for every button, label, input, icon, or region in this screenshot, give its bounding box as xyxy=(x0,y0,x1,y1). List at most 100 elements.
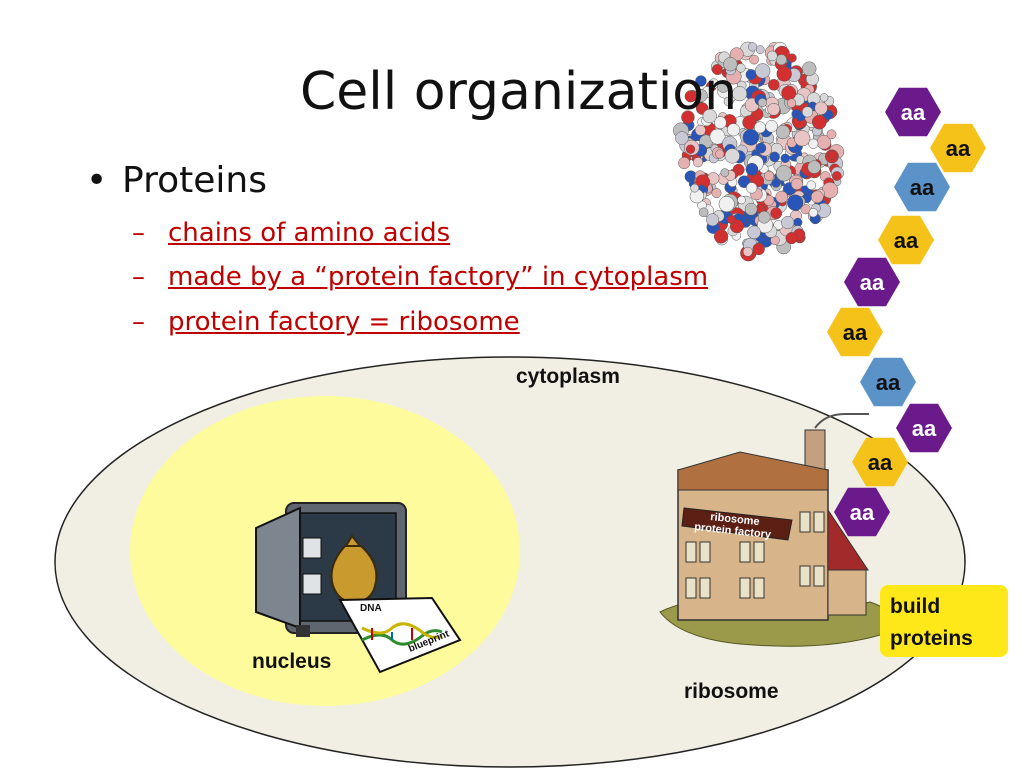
molecule-atom xyxy=(717,80,730,93)
sub-item-2[interactable]: –made by a “protein factory” in cytoplas… xyxy=(132,262,708,292)
sub-item-text[interactable]: chains of amino acids xyxy=(168,218,451,248)
molecule-atom xyxy=(755,142,767,154)
amino-acid-label: aa xyxy=(946,136,971,161)
molecule-atom xyxy=(726,123,741,137)
amino-acid-hexagon xyxy=(894,162,950,212)
molecule-atom xyxy=(742,129,760,146)
molecule-atom xyxy=(744,202,758,216)
molecule-atom xyxy=(770,207,783,220)
molecule-atom xyxy=(752,242,765,256)
molecule-atom xyxy=(745,162,759,176)
amino-acid-hexagon xyxy=(878,215,934,265)
molecule-atom xyxy=(757,98,767,108)
sub-item-1[interactable]: –chains of amino acids xyxy=(132,218,450,248)
dna-blueprint-icon xyxy=(338,596,462,674)
molecule-atom xyxy=(692,157,704,168)
molecule-atom xyxy=(781,215,795,230)
molecule-atom xyxy=(675,131,689,145)
molecule-atom xyxy=(764,170,775,181)
molecule-atom xyxy=(726,215,736,224)
amino-acid-label: aa xyxy=(843,320,868,345)
molecule-atom xyxy=(814,101,828,115)
molecule-atom xyxy=(723,57,738,72)
molecule-atom xyxy=(771,178,781,188)
molecule-atom xyxy=(810,190,824,204)
build-line-2: proteins xyxy=(890,627,973,650)
amino-acid-hexagon xyxy=(827,307,883,357)
molecule-atom xyxy=(776,66,792,82)
molecule-atom xyxy=(746,182,758,194)
molecule-atom xyxy=(794,130,811,147)
molecule-atom xyxy=(769,151,780,163)
molecule-atom xyxy=(685,144,696,154)
slide-title: Cell organization xyxy=(300,62,738,122)
molecule-atom xyxy=(806,180,817,190)
cytoplasm-label: cytoplasm xyxy=(516,365,620,388)
sub-item-dash: – xyxy=(132,307,145,337)
amino-acid-hexagon xyxy=(860,357,916,407)
molecule-atom xyxy=(711,64,723,75)
molecule-atom xyxy=(780,153,790,163)
molecule-atom xyxy=(831,171,842,181)
molecule-atom xyxy=(684,90,697,103)
amino-acid-label: aa xyxy=(912,416,937,441)
molecule-atom xyxy=(694,124,706,136)
molecule-atom xyxy=(748,42,758,52)
molecule-atom xyxy=(681,110,695,124)
molecule-atom xyxy=(698,207,709,218)
factory-sign-line1: ribosome xyxy=(710,511,760,528)
molecule-atom xyxy=(718,196,735,213)
amino-acid-label: aa xyxy=(910,175,935,200)
molecule-atom xyxy=(742,246,753,257)
molecule-atom xyxy=(713,116,727,129)
molecule-atom xyxy=(715,149,725,159)
molecule-atom xyxy=(709,128,726,145)
amino-acid-hexagon xyxy=(885,87,941,137)
molecule-atom xyxy=(678,156,691,170)
molecule-atom xyxy=(790,178,803,190)
molecule-atom xyxy=(786,98,797,108)
amino-acid-label: aa xyxy=(876,370,901,395)
sub-item-text[interactable]: made by a “protein factory” in cytoplasm xyxy=(168,262,709,292)
molecule-atom xyxy=(747,225,761,240)
molecule-atom xyxy=(807,160,821,174)
sub-item-text[interactable]: protein factory = ribosome xyxy=(168,307,520,337)
bullet-text: Proteins xyxy=(122,160,267,201)
amino-acid-hexagon xyxy=(852,437,908,487)
sub-item-dash: – xyxy=(132,218,145,248)
molecule-atom xyxy=(736,63,746,73)
molecule-atom xyxy=(737,195,746,205)
molecule-atom xyxy=(755,45,765,54)
molecule-atom xyxy=(706,213,720,227)
molecule-atom xyxy=(811,114,827,130)
molecule-atom xyxy=(732,86,748,102)
amino-acid-label: aa xyxy=(850,500,875,525)
molecule-atom xyxy=(757,210,771,224)
molecule-atom xyxy=(775,124,791,140)
amino-acid-hexagon xyxy=(930,123,986,173)
molecule-atom xyxy=(724,148,740,164)
molecule-atom xyxy=(729,47,744,62)
nucleus-label: nucleus xyxy=(252,650,332,673)
molecule-atom xyxy=(767,50,778,62)
molecule-atom xyxy=(702,108,717,124)
molecule-atom xyxy=(755,63,771,79)
ribosome-label: ribosome xyxy=(684,680,779,703)
molecule-atom xyxy=(808,138,819,149)
dna-label: DNA xyxy=(360,603,382,614)
amino-acid-label: aa xyxy=(894,228,919,253)
factory-icon xyxy=(659,413,893,647)
sub-item-3[interactable]: –protein factory = ribosome xyxy=(132,307,520,337)
molecule-atom xyxy=(801,106,814,118)
molecule-atom xyxy=(711,188,722,199)
molecule-atom xyxy=(754,121,766,134)
molecule-atom xyxy=(695,75,707,87)
molecule-atom xyxy=(808,208,818,218)
bullet-proteins: •Proteins xyxy=(86,160,267,201)
amino-acid-label: aa xyxy=(868,450,893,475)
build-line-1: build xyxy=(890,595,941,618)
molecule-atom xyxy=(775,54,787,66)
